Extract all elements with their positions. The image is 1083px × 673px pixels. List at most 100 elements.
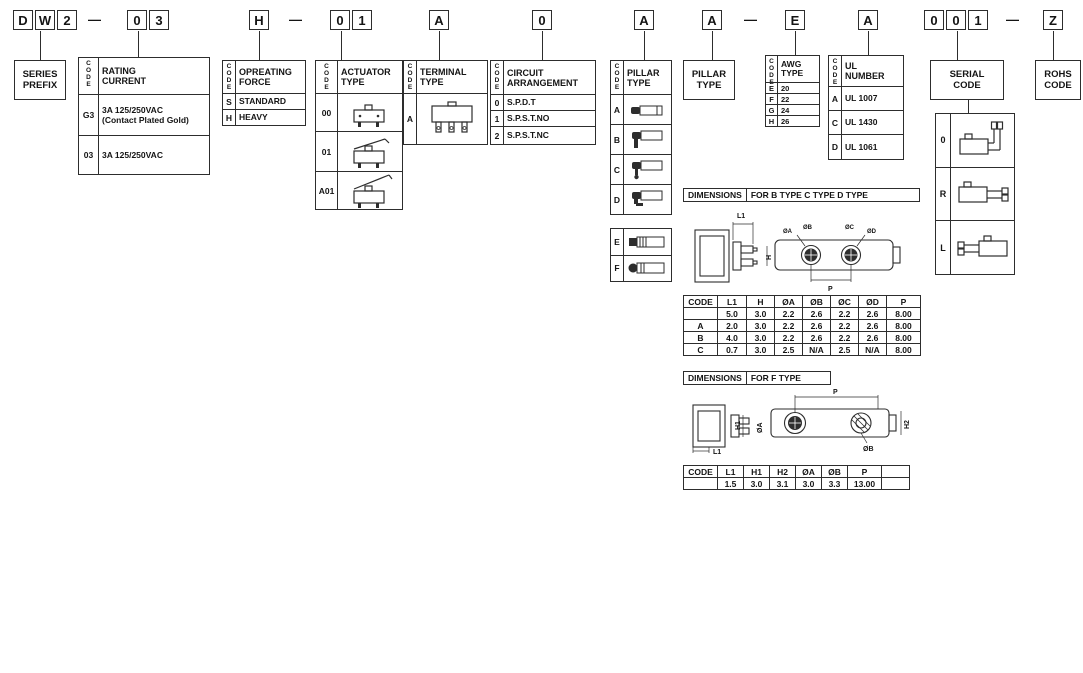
circuit-value: S.P.D.T [504,94,595,110]
rating-value: 3A 125/250VAC [102,104,163,115]
dim-label-h: H [766,255,773,260]
pillar-type-label: PILLAR [691,69,727,80]
code-separator: — [744,12,757,27]
series-prefix-label: PREFIX [22,80,58,91]
section-title: OPREATING [239,67,292,77]
code-box-rating-1: 0 [127,10,147,30]
circuit-value: S.P.S.T.NO [504,110,595,126]
code-box-actuator-2: 1 [352,10,372,30]
code-cell: 0 [491,94,503,110]
code-box-pillar: A [634,10,654,30]
connector-line [439,31,440,60]
dimensions-title: DIMENSIONS [684,189,747,201]
connector-line [341,31,342,60]
dimensions-subtitle: FOR F TYPE [750,373,801,383]
awg-value: 22 [778,93,819,104]
awg-value: 26 [778,115,819,126]
section-title: AWG [781,59,802,69]
ul-value: UL 1007 [842,86,903,110]
connector-line [259,31,260,60]
code-cell: F [611,255,624,281]
connector-line [968,100,969,113]
rohs-code-label: CODE [1044,80,1072,91]
code-cell: F [766,93,777,104]
dim-label-p: P [833,389,838,396]
section-title: ARRANGEMENT [507,77,578,88]
code-cell: S [223,93,235,109]
awg-value: 24 [778,104,819,115]
section-title: TYPE [341,77,365,87]
circuit-value: S.P.S.T.NC [504,126,595,144]
pillar-c-icon [631,160,662,179]
dim-label-ob: ØB [863,446,874,453]
code-cell: 03 [79,135,98,174]
code-cell: D [611,184,623,214]
pin-plunger-actuator-icon [353,103,385,127]
code-cell: 00 [316,93,337,131]
connector-line [40,31,41,60]
connector-line [712,31,713,60]
connector-line [542,31,543,60]
dim-label-ob: ØB [803,225,813,231]
pillar-f-icon [628,262,664,274]
long-hinge-lever-actuator-icon [353,173,393,208]
code-box-circuit: 0 [532,10,552,30]
ul-value: UL 1430 [842,110,903,134]
pillar-type-ef-table: E F [610,228,672,282]
connector-line [644,31,645,60]
code-cell: B [611,124,623,154]
code-separator: — [88,12,101,27]
code-cell: 2 [491,126,503,144]
code-box-pillar-type: A [702,10,722,30]
rating-value: (Contact Plated Gold) [102,114,189,125]
code-box-actuator-1: 0 [330,10,350,30]
connector-line [795,31,796,55]
code-cell: A01 [316,171,337,209]
rohs-code-label: ROHS [1044,69,1072,80]
awg-value: 20 [778,82,819,93]
section-title: RATING [102,66,136,76]
f-type-dimension-drawing: P H1 ØA ØB H2 L1 [692,389,911,456]
serial-code-label: SERIAL [949,69,985,80]
hinge-lever-actuator-icon [353,137,390,168]
force-value: STANDARD [236,93,305,109]
dim-label-oa: ØA [783,229,793,235]
section-title: TYPE [420,77,444,87]
connector-line [868,31,869,55]
section-title: ACTUATOR [341,67,391,77]
code-box-serial-2: 0 [946,10,966,30]
pillar-a-icon [630,105,662,115]
wires-left-switch-icon [956,235,1008,257]
dim-label-h1: H1 [735,421,742,430]
code-box-awg: E [785,10,805,30]
dim-label-l1: L1 [713,449,721,456]
code-box-series-2: W [35,10,55,30]
code-cell: A [611,94,623,124]
section-title: UL [845,61,857,71]
dim-label-l1: L1 [737,213,745,220]
code-cell: C [611,154,623,184]
rating-value: 3A 125/250VAC [102,149,163,160]
connector-line [1053,31,1054,60]
code-cell: A [829,86,841,110]
dim-label-p: P [828,286,833,293]
code-cell: G [766,104,777,115]
solder-terminal-switch-icon [431,101,473,133]
code-cell: H [766,115,777,126]
dimensions-f-title: DIMENSIONS FOR F TYPE [683,371,831,385]
force-value: HEAVY [236,109,305,125]
section-title: CURRENT [102,76,146,86]
